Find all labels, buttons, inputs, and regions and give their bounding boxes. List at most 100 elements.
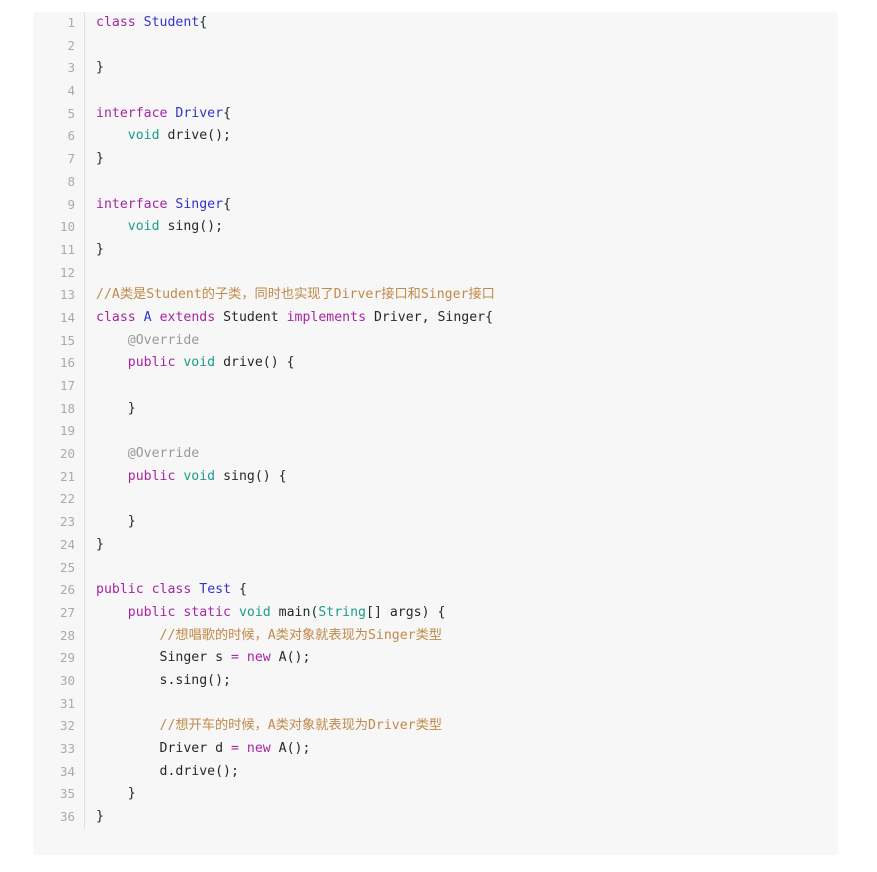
code-line[interactable]: 24} (33, 533, 839, 557)
code-line-content[interactable] (85, 420, 839, 443)
code-line-content[interactable]: Driver d = new A(); (85, 738, 839, 761)
token-builtin-type: void (127, 128, 160, 144)
code-line[interactable]: 2 (33, 34, 839, 58)
code-line[interactable]: 18 } (33, 397, 839, 421)
code-line-content[interactable]: public static void main(String[] args) { (85, 602, 839, 625)
code-line[interactable]: 31 (33, 692, 839, 716)
token-plain: { (223, 105, 232, 121)
token-keyword: new (246, 741, 271, 756)
code-line-content[interactable]: } (85, 398, 839, 421)
code-line[interactable]: 4 (33, 80, 838, 103)
code-line-content[interactable]: } (85, 57, 839, 80)
code-line[interactable]: 21 public void sing() { (33, 465, 839, 489)
code-line-content[interactable] (85, 557, 839, 580)
code-line-content[interactable]: void sing(); (85, 216, 839, 239)
code-line-content[interactable]: } (85, 806, 839, 829)
code-line-content[interactable] (85, 693, 839, 716)
code-line-content[interactable] (85, 375, 839, 398)
code-line[interactable]: 34 d.drive(); (33, 760, 839, 784)
token-plain (239, 741, 247, 756)
code-line[interactable]: 3} (33, 57, 839, 81)
line-number: 31 (33, 692, 85, 716)
line-number: 25 (33, 556, 85, 580)
code-line[interactable]: 17 (33, 375, 838, 398)
code-line-content[interactable]: } (85, 783, 839, 806)
code-line[interactable]: 29 Singer s = new A(); (33, 647, 838, 670)
code-line[interactable]: 20 @Override (33, 443, 838, 466)
code-line-content[interactable]: public void sing() { (85, 466, 839, 489)
code-line[interactable]: 8 (33, 170, 839, 194)
code-line-content[interactable] (85, 80, 839, 103)
code-line[interactable]: 13 //A类是Student的子类，同时也实现了Dirver接口和Singer接… (33, 284, 838, 307)
token-comment: //A类是Student的子类，同时也实现了Dirver接口和Singer接口 (96, 287, 495, 303)
code-line-content[interactable] (85, 171, 839, 194)
code-line[interactable]: 35 } (33, 783, 839, 807)
code-line-content[interactable]: //想唱歌的时候，A类对象就表现为Singer类型 (85, 625, 839, 648)
code-line[interactable]: 15 @Override (33, 329, 839, 353)
code-line[interactable]: 33 Driver d = new A(); (33, 738, 838, 761)
code-line[interactable]: 36} (33, 806, 838, 829)
line-number: 13 (33, 284, 85, 307)
token-plain (144, 582, 152, 597)
code-line-content[interactable]: //A类是Student的子类，同时也实现了Dirver接口和Singer接口 (85, 284, 839, 307)
code-line[interactable]: 23 } (33, 511, 838, 534)
code-line[interactable]: 6 void drive(); (33, 125, 839, 149)
code-line[interactable]: 11} (33, 238, 839, 262)
code-line[interactable]: 28 //想唱歌的时候，A类对象就表现为Singer类型 (33, 624, 839, 648)
code-line-content[interactable]: interface Singer{ (85, 194, 839, 217)
code-line-content[interactable]: } (85, 511, 839, 534)
token-keyword: class (151, 582, 192, 598)
line-number: 16 (33, 352, 85, 375)
code-line-content[interactable]: @Override (85, 330, 839, 353)
token-keyword: class (96, 15, 136, 30)
code-line-content[interactable]: } (85, 148, 839, 171)
code-line-content[interactable]: void drive(); (85, 125, 839, 148)
code-line[interactable]: 16 public void drive() { (33, 352, 838, 375)
code-line-content[interactable]: } (85, 239, 839, 262)
code-line-content[interactable]: d.drive(); (85, 761, 839, 784)
code-line-content[interactable] (85, 488, 839, 511)
code-line[interactable]: 10 void sing(); (33, 216, 838, 239)
code-line-content[interactable]: public void drive() { (85, 352, 839, 375)
token-plain (96, 605, 128, 620)
token-plain (96, 718, 160, 733)
code-line-content[interactable]: //想开车的时候，A类对象就表现为Driver类型 (85, 715, 839, 738)
code-line[interactable]: 25 (33, 556, 839, 580)
line-number: 11 (33, 238, 85, 262)
code-line[interactable]: 32 //想开车的时候，A类对象就表现为Driver类型 (33, 715, 838, 738)
token-plain (96, 628, 160, 643)
token-plain: } (96, 514, 136, 530)
code-line[interactable]: 22 (33, 488, 839, 512)
code-line-content[interactable]: interface Driver{ (85, 103, 839, 126)
line-number: 22 (33, 488, 85, 512)
token-plain: } (96, 809, 104, 825)
code-line[interactable]: 12 (33, 261, 839, 285)
line-number: 10 (33, 216, 85, 239)
code-line-content[interactable]: s.sing(); (85, 670, 839, 693)
code-line-content[interactable]: Singer s = new A(); (85, 647, 839, 670)
code-line[interactable]: 19 (33, 420, 839, 444)
code-line[interactable]: 30 s.sing(); (33, 669, 839, 693)
code-line-content[interactable]: @Override (85, 443, 839, 466)
code-line[interactable]: 7} (33, 148, 838, 171)
code-line-content[interactable] (85, 262, 839, 285)
code-line-content[interactable]: public class Test { (85, 579, 839, 602)
token-plain: Singer s (96, 650, 231, 666)
line-number: 33 (33, 738, 85, 761)
code-line-content[interactable] (85, 35, 839, 58)
token-plain (96, 469, 128, 484)
code-line[interactable]: 27 public static void main(String[] args… (33, 601, 839, 625)
token-plain: } (96, 241, 104, 257)
code-line-content[interactable]: } (85, 534, 839, 557)
code-line-content[interactable]: class A extends Student implements Drive… (85, 307, 839, 330)
code-line-content[interactable]: class Student{ (85, 12, 839, 35)
token-plain: main( (270, 604, 319, 620)
line-number: 20 (33, 443, 85, 466)
